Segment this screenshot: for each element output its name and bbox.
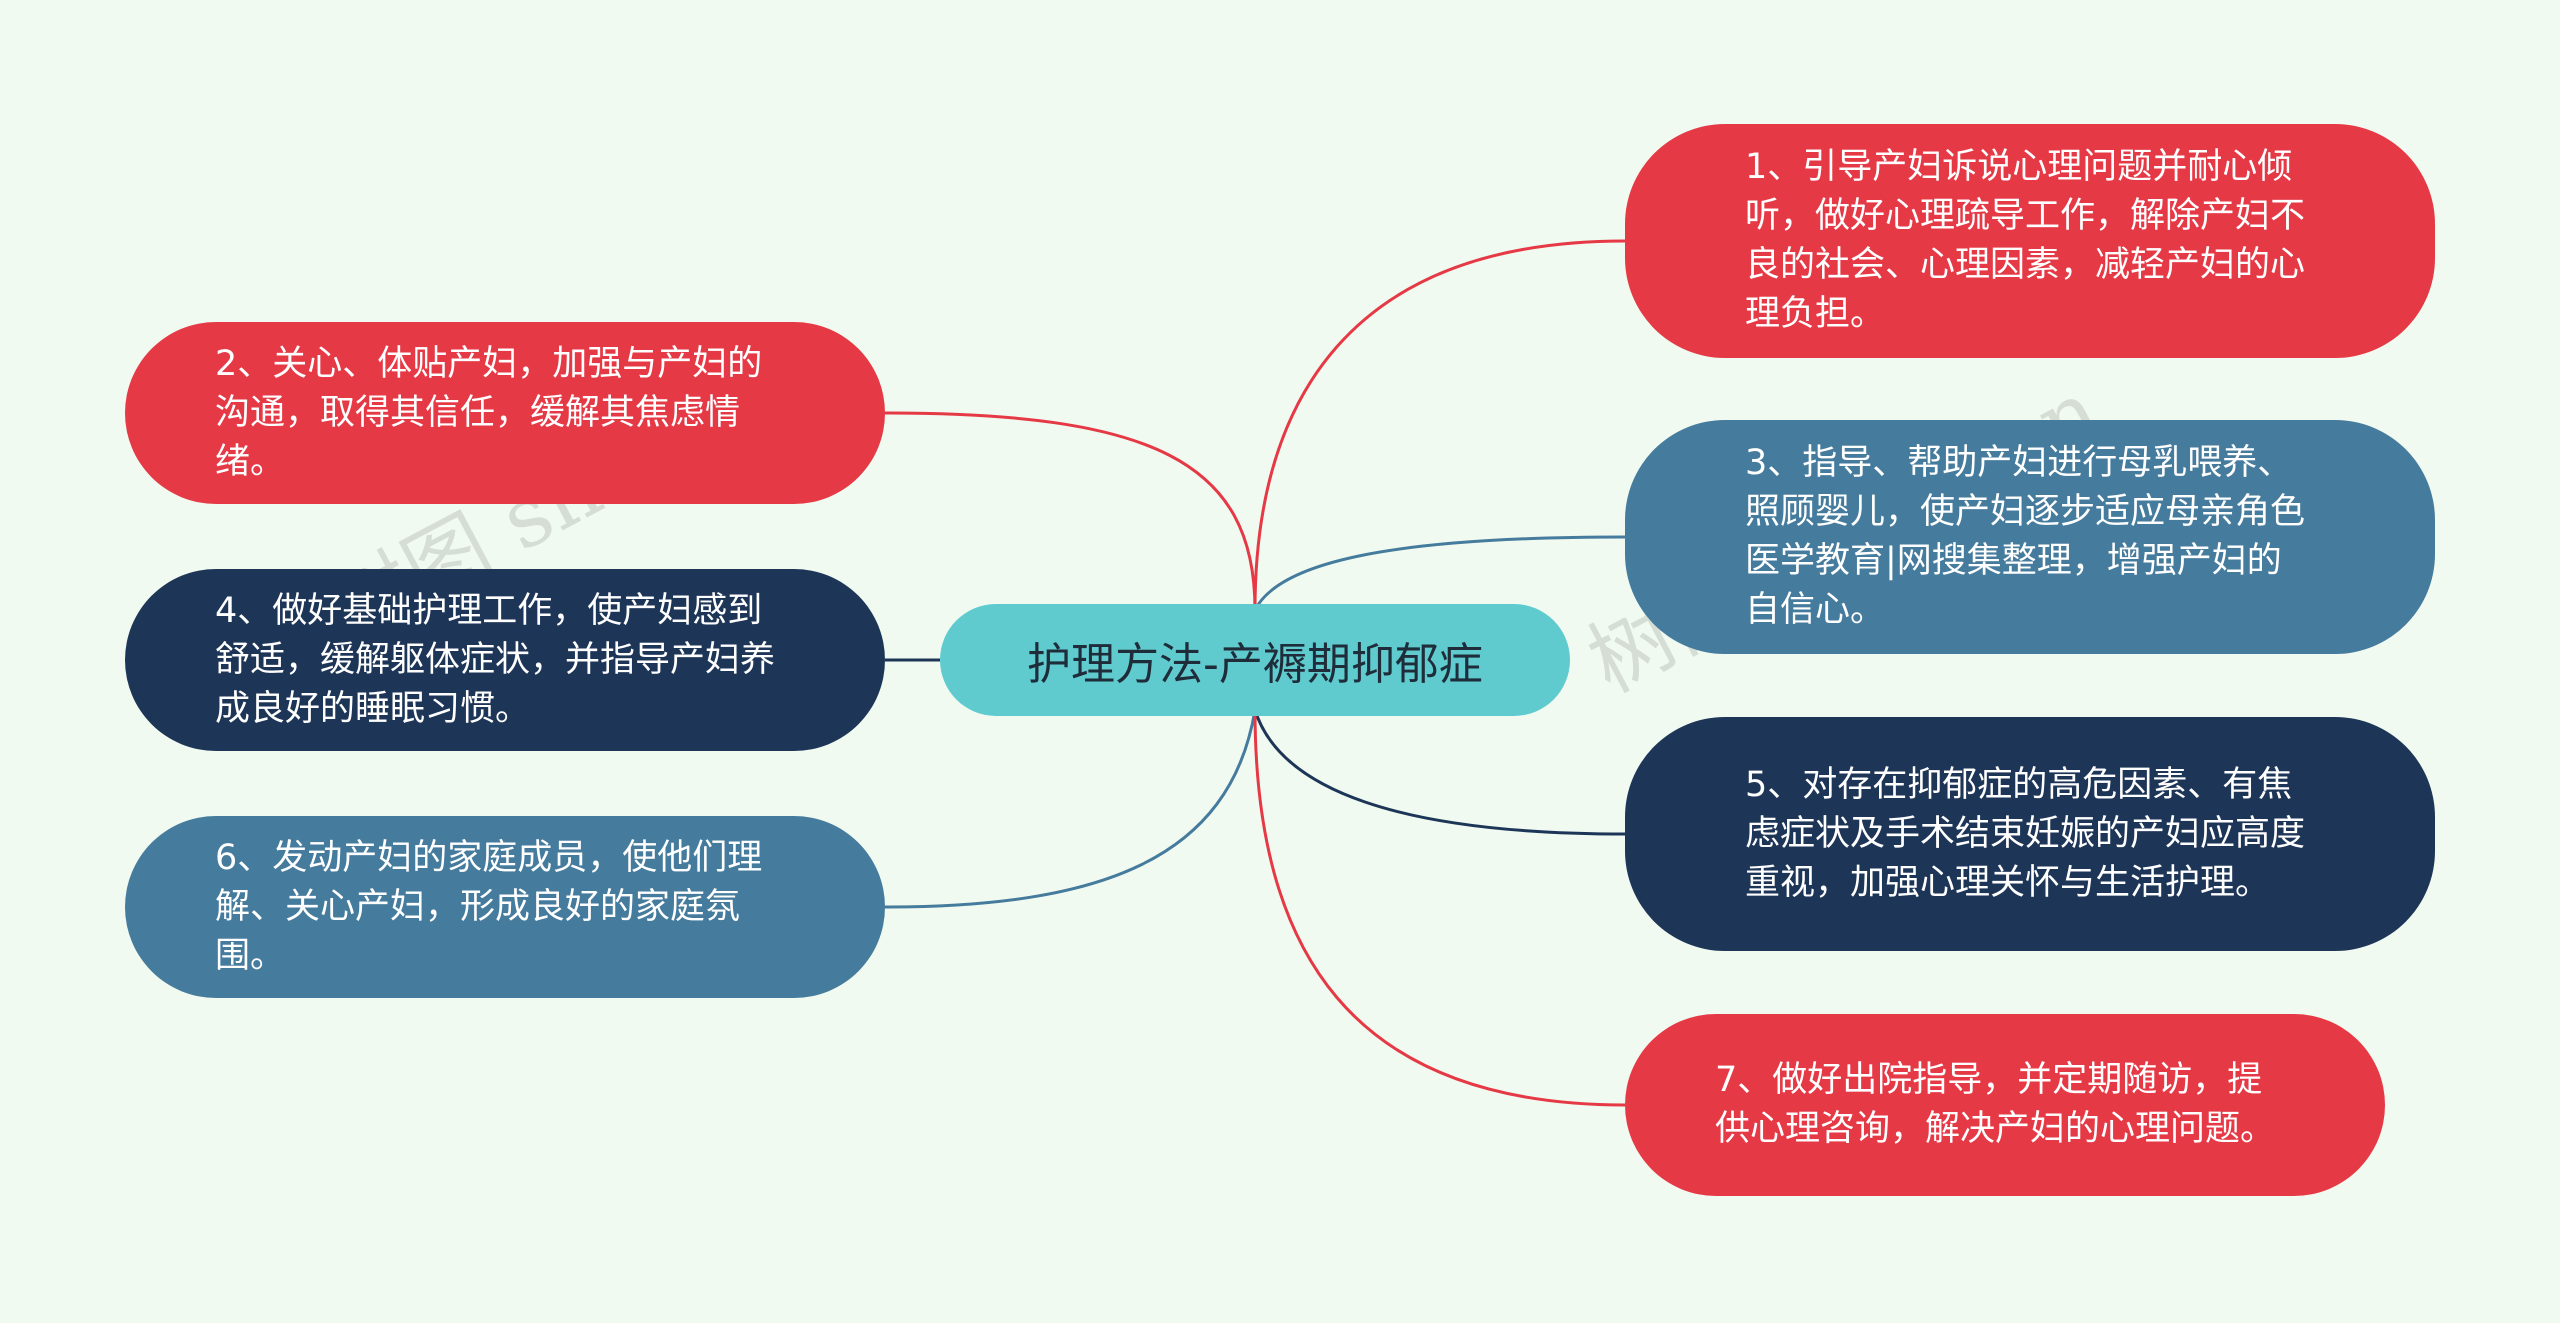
branch-node-5-text: 5、对存在抑郁症的高危因素、有焦虑症状及手术结束妊娠的产妇应高度重视，加强心理关… bbox=[1745, 764, 2306, 903]
branch-node-3-text: 3、指导、帮助产妇进行母乳喂养、照顾婴儿，使产妇逐步适应母亲角色医学教育|网搜集… bbox=[1745, 443, 2306, 630]
connector-b7 bbox=[1253, 709, 1626, 1107]
branch-node-4-text: 4、做好基础护理工作，使产妇感到舒适，缓解躯体症状，并指导产妇养成良好的睡眠习惯… bbox=[215, 590, 776, 729]
branch-node-2[interactable]: 2、关心、体贴产妇，加强与产妇的沟通，取得其信任，缓解其焦虑情绪。 bbox=[125, 322, 885, 504]
branch-node-2-text: 2、关心、体贴产妇，加强与产妇的沟通，取得其信任，缓解其焦虑情绪。 bbox=[215, 343, 763, 482]
branch-node-6[interactable]: 6、发动产妇的家庭成员，使他们理解、关心产妇，形成良好的家庭氛围。 bbox=[125, 816, 885, 998]
branch-node-7-text: 7、做好出院指导，并定期随访，提供心理咨询，解决产妇的心理问题。 bbox=[1715, 1060, 2276, 1149]
branch-node-3[interactable]: 3、指导、帮助产妇进行母乳喂养、照顾婴儿，使产妇逐步适应母亲角色医学教育|网搜集… bbox=[1625, 420, 2435, 654]
branch-node-7[interactable]: 7、做好出院指导，并定期随访，提供心理咨询，解决产妇的心理问题。 bbox=[1625, 1014, 2385, 1196]
central-topic[interactable]: 护理方法-产褥期抑郁症 bbox=[940, 604, 1570, 716]
connector-b3 bbox=[1253, 535, 1626, 611]
connector-b1 bbox=[1253, 239, 1626, 611]
connector-b6 bbox=[884, 709, 1257, 909]
branch-node-4[interactable]: 4、做好基础护理工作，使产妇感到舒适，缓解躯体症状，并指导产妇养成良好的睡眠习惯… bbox=[125, 569, 885, 751]
branch-node-1[interactable]: 1、引导产妇诉说心理问题并耐心倾听，做好心理疏导工作，解除产妇不良的社会、心理因… bbox=[1625, 124, 2435, 358]
branch-node-6-text: 6、发动产妇的家庭成员，使他们理解、关心产妇，形成良好的家庭氛围。 bbox=[215, 837, 763, 976]
connector-b2 bbox=[884, 411, 1257, 611]
branch-node-1-text: 1、引导产妇诉说心理问题并耐心倾听，做好心理疏导工作，解除产妇不良的社会、心理因… bbox=[1745, 147, 2306, 334]
branch-node-5[interactable]: 5、对存在抑郁症的高危因素、有焦虑症状及手术结束妊娠的产妇应高度重视，加强心理关… bbox=[1625, 717, 2435, 951]
connector-b5 bbox=[1253, 709, 1626, 836]
central-topic-label: 护理方法-产褥期抑郁症 bbox=[1027, 639, 1483, 690]
